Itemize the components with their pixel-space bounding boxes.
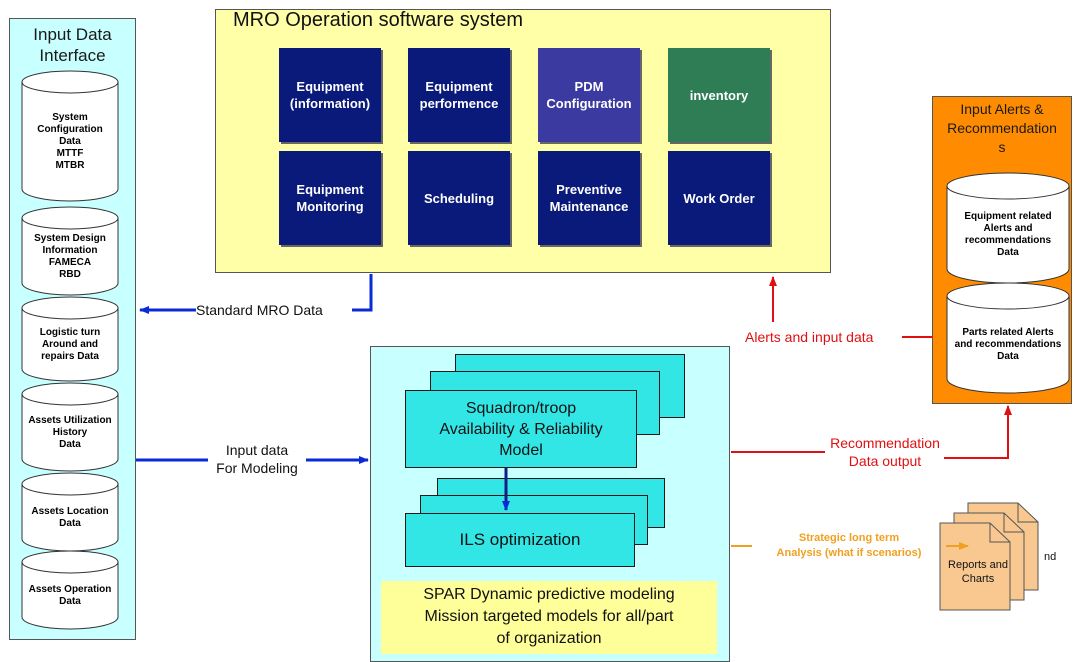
alerts-title: Input Alerts & Recommendation s <box>947 101 1057 155</box>
cylinder-shape <box>21 472 119 552</box>
reports-back-label: nd <box>1044 551 1057 563</box>
cylinder-shape <box>946 172 1070 284</box>
cylinder-shape <box>21 296 119 382</box>
input-modeling-label: Input data For Modeling <box>216 442 298 476</box>
mro-module-tile: Scheduling <box>408 151 510 245</box>
mro-title: MRO Operation software system <box>233 9 524 31</box>
mro-module-tile: inventory <box>668 48 770 142</box>
spar-caption: SPAR Dynamic predictive modeling Mission… <box>381 581 717 654</box>
strategic-label: Strategic long term Analysis (what if sc… <box>776 532 922 559</box>
cylinder-shape <box>21 206 119 296</box>
alerts-input-label: Alerts and input data <box>745 329 874 345</box>
recommendation-label: Recommendation Data output <box>830 435 940 469</box>
cylinder-shape <box>946 282 1070 394</box>
mro-module-tile: Equipment(information) <box>279 48 381 142</box>
recommendation-connector-right <box>944 405 1012 459</box>
standard-mro-connector <box>352 274 373 312</box>
ils-optimization-card: ILS optimization <box>405 513 635 567</box>
standard-mro-label: Standard MRO Data <box>196 302 323 318</box>
availability-model-card: Squadron/troop Availability & Reliabilit… <box>405 390 637 468</box>
input-data-title: Input Data Interface <box>33 25 112 65</box>
cylinder-shape <box>21 550 119 630</box>
reports-document-icon <box>939 502 1039 611</box>
reports-label: Reports and Charts <box>948 559 1008 585</box>
cylinder-shape <box>21 382 119 472</box>
mro-module-tile: Work Order <box>668 151 770 245</box>
cylinder-shape <box>21 70 119 202</box>
